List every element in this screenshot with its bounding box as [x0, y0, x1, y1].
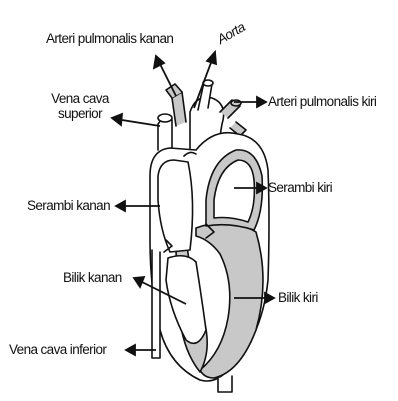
arrowhead-vena-cava-inferior — [126, 345, 135, 355]
label-serambi-kiri: Serambi kiri — [268, 180, 332, 195]
label-vena-cava-superior-line1: Vena cava — [44, 91, 116, 106]
arrowhead-bilik-kiri — [265, 293, 274, 303]
label-bilik-kiri: Bilik kiri — [278, 290, 318, 305]
label-arteri-pulmonalis-kanan: Arteri pulmonalis kanan — [46, 31, 173, 46]
arrowhead-arteri-pulmonalis-kiri — [257, 97, 266, 107]
label-vena-cava-superior: Vena cava superior — [44, 91, 116, 121]
arrowhead-bilik-kanan — [134, 277, 144, 287]
label-vena-cava-superior-line2: superior — [44, 106, 116, 121]
arrowhead-arteri-pulmonalis-kanan — [154, 56, 164, 68]
arrow-vena-cava-superior — [122, 120, 160, 126]
label-vena-cava-inferior: Vena cava inferior — [9, 342, 106, 357]
label-serambi-kanan: Serambi kanan — [27, 198, 110, 213]
arrowhead-serambi-kanan — [116, 201, 125, 211]
label-bilik-kanan: Bilik kanan — [63, 270, 122, 285]
vena-cava-inferior-vessel — [152, 250, 160, 358]
pulmonary-artery-right-vessel — [172, 92, 186, 126]
arrowhead-aorta — [207, 52, 216, 64]
label-arteri-pulmonalis-kiri: Arteri pulmonalis kiri — [268, 94, 376, 109]
